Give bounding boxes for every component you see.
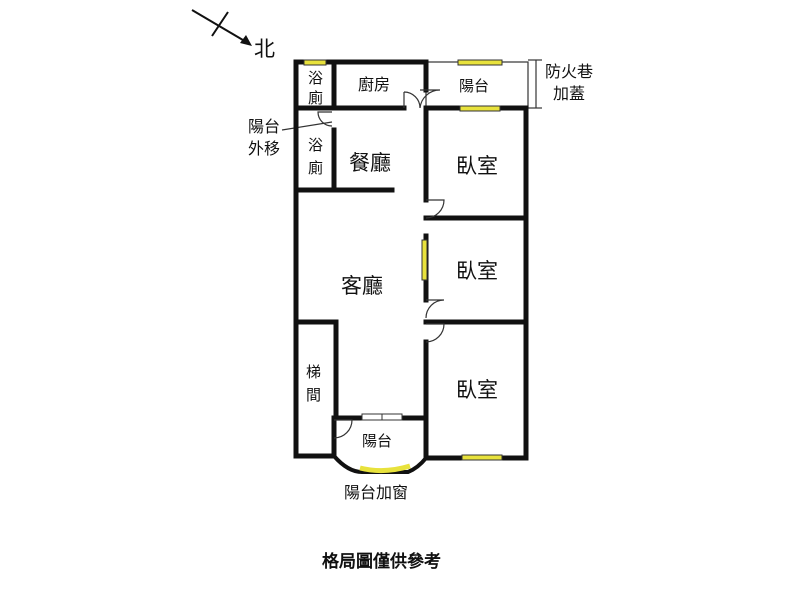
room-kitchen: 廚房 [358, 75, 390, 94]
room-bath-top: 浴廁 [308, 69, 323, 107]
firelane-note-line2: 加蓋 [553, 84, 585, 103]
plan-caption: 格局圖僅供參考 [322, 551, 441, 572]
balcony-moved-line2: 外移 [248, 139, 280, 158]
room-dining: 餐廳 [349, 151, 391, 175]
balcony-window-note: 陽台加窗 [344, 483, 408, 502]
window-balcony-top [457, 59, 503, 66]
window-bath-top [303, 59, 327, 66]
doors [317, 89, 445, 439]
window-bedroom1-top [459, 105, 501, 112]
north-label: 北 [254, 37, 275, 61]
room-balcony-bottom: 陽台 [362, 432, 392, 450]
window-bedroom2-side [421, 239, 428, 281]
room-balcony-top: 陽台 [459, 77, 489, 95]
firelane-note-line1: 防火巷 [545, 62, 593, 81]
room-bedroom-3: 臥室 [456, 378, 498, 402]
room-stairs: 梯間 [306, 363, 321, 404]
room-bedroom-2: 臥室 [456, 259, 498, 283]
room-living: 客廳 [341, 274, 383, 298]
balcony-moved-line1: 陽台 [248, 117, 280, 136]
window-bedroom3-bottom [461, 454, 503, 461]
room-bath-mid: 浴廁 [308, 136, 323, 177]
balcony-moved-note: 陽台 外移 [248, 117, 285, 158]
bay-window [332, 454, 428, 474]
firelane-bracket [528, 59, 542, 109]
sliding-door [361, 413, 403, 421]
compass-arrow-icon [191, 9, 252, 46]
room-bedroom-1: 臥室 [456, 154, 498, 178]
firelane-note: 防火巷 加蓋 [545, 62, 598, 103]
